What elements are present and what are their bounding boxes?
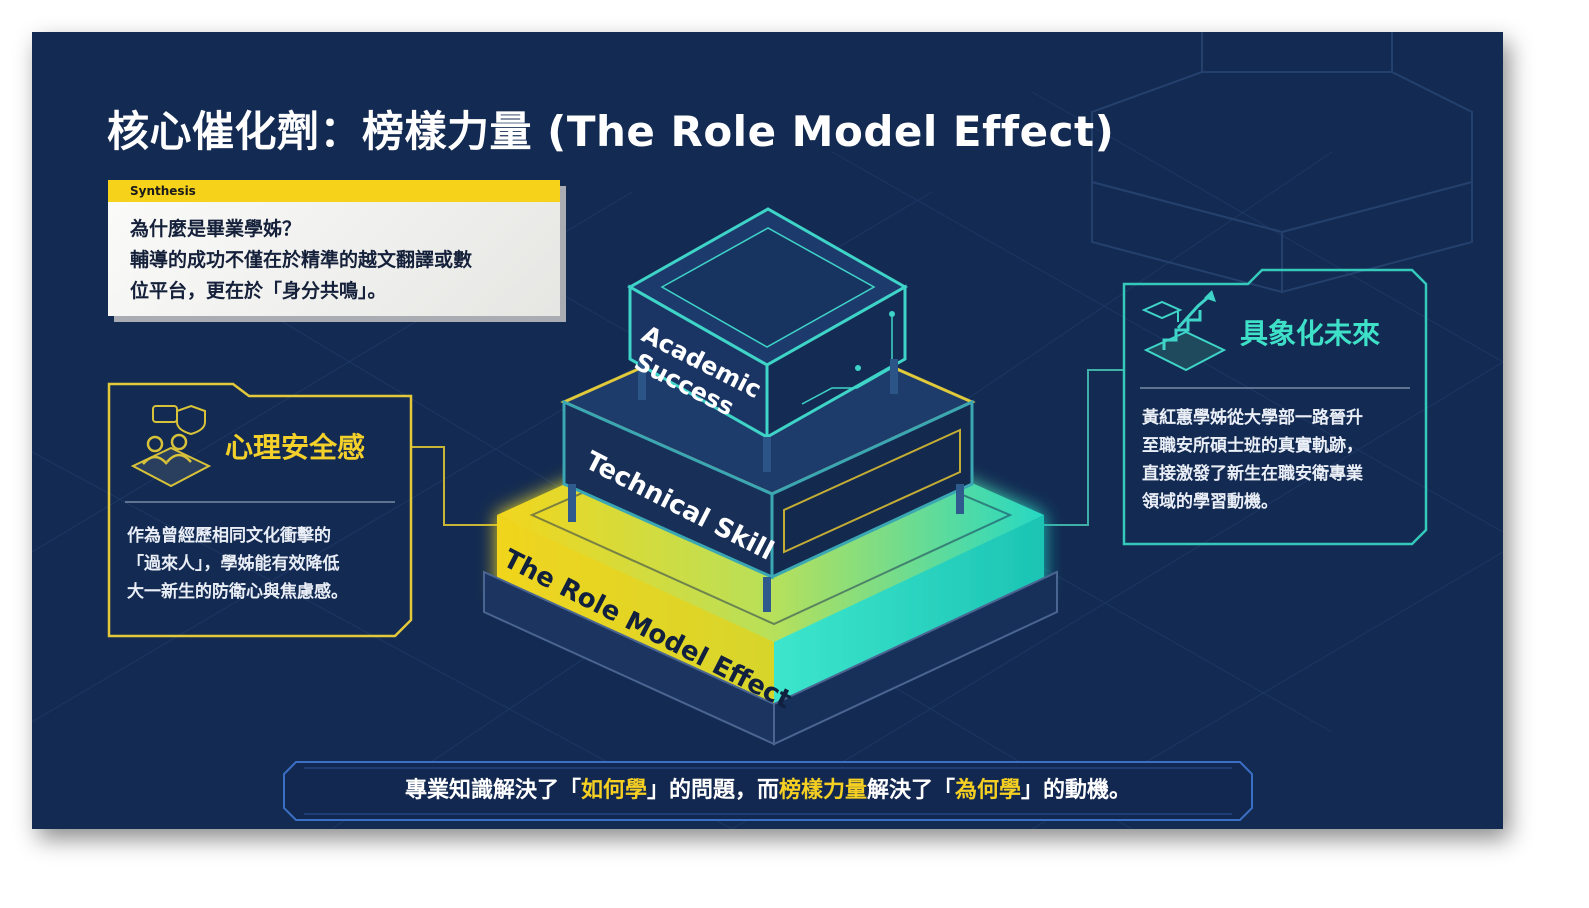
banner-segment: 專業知識解決了「 xyxy=(404,778,581,803)
left-panel-body: 作為曾經歷相同文化衝擊的 「過來人」，學姊能有效降低 大一新生的防衛心與焦慮感。 xyxy=(127,522,348,606)
synthesis-line: 為什麼是畢業學姊？ xyxy=(130,218,302,240)
right-panel-body: 黃紅蕙學姊從大學部一路晉升 至職安所碩士班的真實軌跡， 直接激發了新生在職安衛專… xyxy=(1142,404,1363,516)
left-panel-line: 「過來人」，學姊能有效降低 xyxy=(127,554,340,574)
synthesis-text: 為什麼是畢業學姊？ 輔導的成功不僅在於精準的越文翻譯或數 位平台，更在於「身分共… xyxy=(130,214,550,307)
graduation-cap-stairs-arrow-icon xyxy=(1142,290,1227,372)
connectors xyxy=(412,369,1124,526)
synthesis-tab: Synthesis xyxy=(108,180,560,202)
banner-segment: 」的動機。 xyxy=(1021,778,1132,803)
banner-text: 專業知識解決了「如何學」的問題，而榜樣力量解決了「為何學」的動機。 xyxy=(282,776,1254,806)
top-tier xyxy=(626,207,909,472)
slide: 核心催化劑：榜樣力量 (The Role Model Effect) Synth… xyxy=(32,32,1503,829)
synthesis-note: Synthesis 為什麼是畢業學姊？ 輔導的成功不僅在於精準的越文翻譯或數 位… xyxy=(108,180,560,316)
right-panel-line: 黃紅蕙學姊從大學部一路晉升 xyxy=(1142,408,1363,428)
left-panel-line: 大一新生的防衛心與焦慮感。 xyxy=(127,582,348,602)
synthesis-tab-label: Synthesis xyxy=(130,184,196,198)
synthesis-line: 位平台，更在於「身分共鳴」。 xyxy=(130,280,387,302)
left-panel-line: 作為曾經歷相同文化衝擊的 xyxy=(127,526,331,546)
concrete-future-panel: 具象化未來 黃紅蕙學姊從大學部一路晉升 至職安所碩士班的真實軌跡， 直接激發了新… xyxy=(1122,268,1428,546)
page-title: 核心催化劑：榜樣力量 (The Role Model Effect) xyxy=(107,107,1115,156)
banner-frame xyxy=(283,761,1253,821)
banner-highlight: 如何學 xyxy=(580,778,647,803)
left-panel-frame xyxy=(107,382,413,638)
left-panel-title: 心理安全感 xyxy=(225,431,366,464)
banner-highlight: 為何學 xyxy=(955,778,1022,803)
background-diagram xyxy=(32,32,1503,829)
banner-segment: 解決了「 xyxy=(867,778,956,803)
right-panel-line: 至職安所碩士班的真實軌跡， xyxy=(1142,436,1363,456)
faint-blueprint-box xyxy=(1091,32,1473,294)
right-panel-title: 具象化未來 xyxy=(1240,317,1381,350)
synthesis-line: 輔導的成功不僅在於精準的越文翻譯或數 xyxy=(130,249,473,271)
right-panel-frame xyxy=(1122,268,1428,546)
banner-segment: 」的問題，而 xyxy=(646,778,779,803)
banner-highlight: 榜樣力量 xyxy=(778,778,867,803)
right-panel-line: 領域的學習動機。 xyxy=(1142,492,1278,512)
right-panel-line: 直接激發了新生在職安衛專業 xyxy=(1142,464,1363,484)
bottom-banner: 專業知識解決了「如何學」的問題，而榜樣力量解決了「為何學」的動機。 xyxy=(282,760,1254,822)
people-with-speech-and-shield-icon xyxy=(130,404,212,488)
psychological-safety-panel: 心理安全感 作為曾經歷相同文化衝擊的 「過來人」，學姊能有效降低 大一新生的防衛… xyxy=(107,382,413,638)
